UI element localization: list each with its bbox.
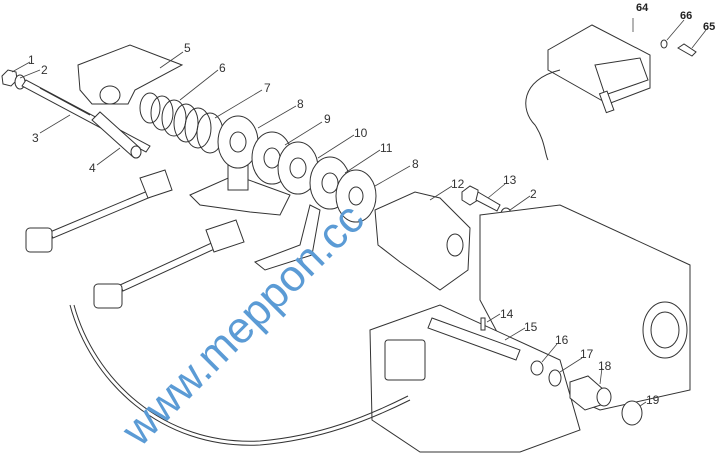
knob-rod-lower: [93, 219, 245, 309]
sleeve-part-4: [91, 111, 142, 159]
callout-13: 13: [503, 173, 517, 187]
callout-2b: 2: [530, 187, 537, 201]
screw-part-65: [677, 43, 697, 57]
knob-rod-upper: [25, 169, 173, 253]
pin-part-14: [480, 317, 486, 331]
callout-1: 1: [28, 53, 35, 67]
callout-12: 12: [451, 177, 465, 191]
callout-3: 3: [32, 131, 39, 145]
shaft-part-15: [427, 317, 521, 361]
main-housing: [369, 204, 691, 453]
callout-64: 64: [636, 2, 649, 14]
callout-14: 14: [500, 307, 514, 321]
lever-bracket-2: [254, 204, 321, 271]
callout-16: 16: [555, 333, 569, 347]
fitting-part-18: [569, 375, 612, 411]
callout-15: 15: [524, 320, 538, 334]
callout-19: 19: [646, 393, 660, 407]
callout-9: 9: [324, 112, 331, 126]
callout-10: 10: [354, 126, 368, 140]
callout-8b: 8: [412, 157, 419, 171]
ring-part-16: [530, 360, 544, 376]
callout-65: 65: [703, 21, 715, 33]
washer-part-66: [660, 39, 668, 49]
leader-lines: [11, 18, 707, 407]
callout-6: 6: [219, 61, 226, 75]
cable: [69, 304, 411, 446]
ring-part-19: [621, 400, 643, 426]
callout-8: 8: [297, 97, 304, 111]
callout-11: 11: [380, 141, 393, 155]
washer-stack: [217, 115, 377, 223]
housing-part-12: [374, 191, 471, 291]
switch-box-part-64: [525, 24, 651, 161]
callout-2: 2: [41, 63, 48, 77]
callout-5: 5: [184, 41, 191, 55]
callout-4: 4: [89, 161, 96, 175]
ring-part-17: [548, 369, 562, 387]
watermark: www.meppon.cc: [112, 194, 374, 456]
bracket-part-5: [77, 44, 184, 105]
callout-17: 17: [580, 347, 594, 361]
callout-66: 66: [680, 10, 692, 22]
spring-part-6-7: [139, 92, 224, 154]
callout-7: 7: [264, 81, 271, 95]
callout-18: 18: [598, 359, 612, 373]
